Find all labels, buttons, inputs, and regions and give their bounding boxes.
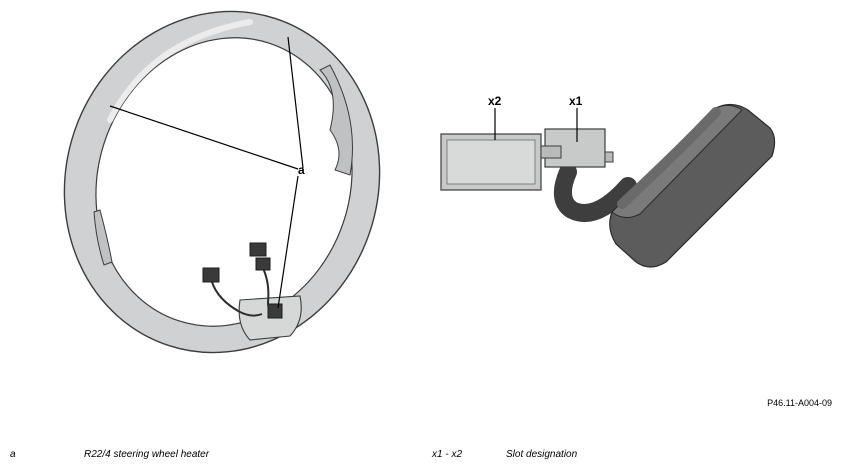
heater-cable-upper: [617, 107, 721, 209]
leader-line-rim-left: [109, 105, 299, 170]
heater-body: [609, 103, 776, 268]
callout-a-leaders: [109, 36, 304, 309]
legend-key-x1-x2: x1 - x2: [432, 449, 463, 460]
connector-x1-tab: [604, 151, 614, 163]
heater-cable: [553, 163, 637, 222]
callout-a: a: [298, 163, 305, 177]
wheel-rim-inner: [95, 37, 353, 327]
steering-wheel: [63, 10, 381, 354]
wheel-center-plug: [267, 303, 283, 319]
leader-line-rim-top: [287, 36, 304, 169]
connector-x2-face: [446, 139, 536, 185]
legend-key-a: a: [10, 449, 16, 460]
heater-unit: [440, 103, 776, 268]
diagram-figure: [63, 10, 776, 354]
callout-x1: x1: [569, 94, 583, 108]
wheel-grip-right: [319, 64, 353, 176]
figure-reference: P46.11-A004-09: [767, 398, 832, 408]
wheel-rim-highlight: [107, 19, 253, 123]
connector-x1-latch: [540, 145, 562, 159]
wheel-connector-left: [202, 267, 220, 283]
legend-text-a: R22/4 steering wheel heater: [84, 449, 210, 460]
wheel-grip-left: [93, 209, 113, 266]
callout-x2: x2: [488, 94, 502, 108]
wheel-connector-right-bottom: [255, 257, 271, 271]
legend-text-x1-x2: Slot designation: [506, 449, 578, 460]
wheel-wire-left: [211, 281, 263, 317]
leader-line-connector: [277, 175, 299, 309]
wheel-connector-right-top: [249, 242, 267, 257]
